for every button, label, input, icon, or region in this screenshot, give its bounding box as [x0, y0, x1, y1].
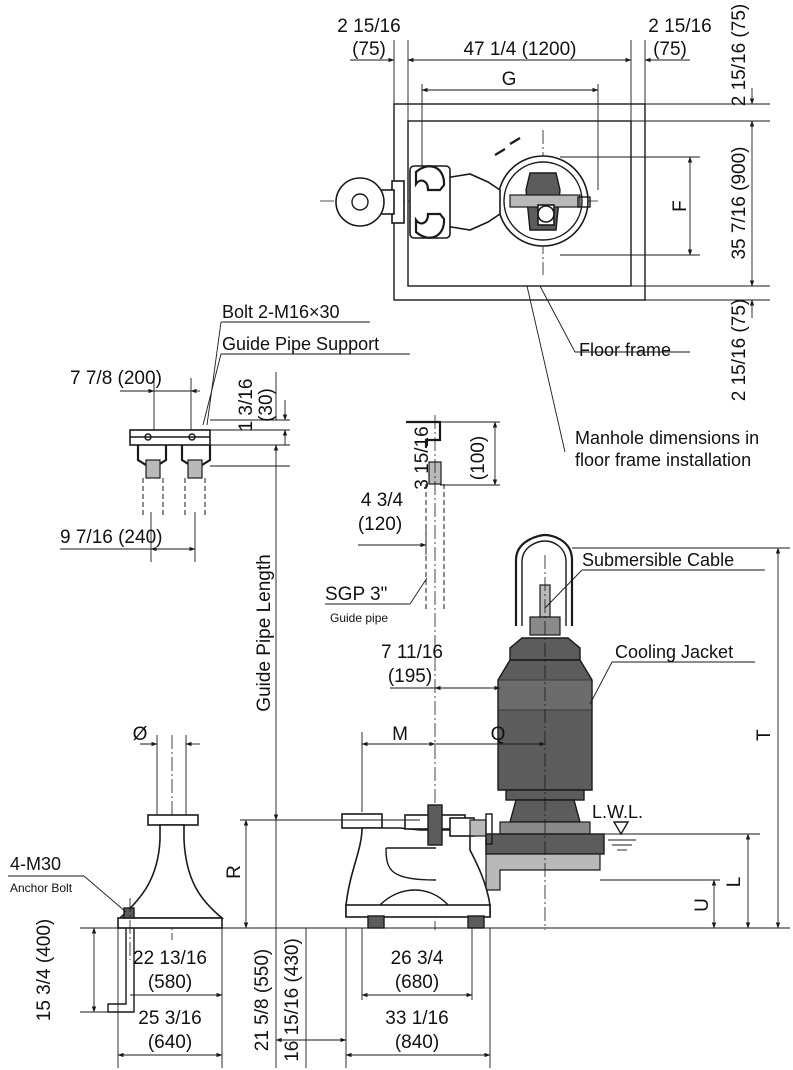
bolt-label: Bolt 2-M16×30	[222, 302, 340, 322]
anchor-count: 4-M30	[10, 854, 61, 874]
dim-phi: Ø	[133, 724, 148, 745]
dim-33-1-16-mm: (840)	[395, 1032, 439, 1053]
dim-7-11-16-mm: (195)	[388, 666, 432, 687]
dim-16-15-16: 16 15/16 (430)	[282, 938, 303, 1062]
dim-m: M	[392, 724, 408, 745]
guide-pipe-label: Guide pipe	[330, 611, 388, 625]
dim-26-3-4-mm: (680)	[395, 972, 439, 993]
dim-t: T	[754, 729, 775, 741]
dim-4-3-4-in: 4 3/4	[361, 490, 404, 511]
anchor-bolt-label: Anchor Bolt	[10, 881, 73, 895]
sgp-label: SGP 3"	[325, 584, 387, 605]
manhole-label-2: floor frame installation	[575, 450, 751, 470]
lwl-label: L.W.L.	[592, 802, 643, 822]
dim-right-mid: 35 7/16 (900)	[729, 146, 750, 259]
dim-3-15-16-mm: (100)	[468, 436, 489, 480]
dim-q: Q	[491, 724, 506, 745]
dim-u: U	[692, 898, 713, 912]
plan-view	[320, 40, 770, 453]
dim-top-right-in: 2 15/16	[648, 16, 711, 37]
dim-top-left-in: 2 15/16	[337, 16, 400, 37]
dim-22-13-16-mm: (580)	[148, 972, 192, 993]
cooling-jacket-label: Cooling Jacket	[615, 642, 733, 662]
manhole-label-1: Manhole dimensions in	[575, 428, 759, 448]
dim-1-3-16-mm: (30)	[256, 388, 277, 422]
dim-top-center: 47 1/4 (1200)	[463, 39, 576, 60]
dim-r: R	[224, 865, 245, 879]
dim-9-7-16: 9 7/16 (240)	[60, 527, 162, 548]
pump-elevation	[485, 533, 765, 930]
submersible-cable-label: Submersible Cable	[582, 550, 734, 570]
dim-3-15-16-in: 3 15/16	[412, 426, 433, 489]
dim-right-top: 2 15/16 (75)	[729, 4, 750, 106]
dim-25-3-16-in: 25 3/16	[138, 1008, 201, 1029]
dim-26-3-4-in: 26 3/4	[391, 948, 444, 969]
pedestal	[8, 735, 225, 1013]
base-elbow	[341, 804, 493, 929]
dim-l: L	[724, 877, 745, 888]
dim-7-11-16-in: 7 11/16	[381, 642, 443, 663]
dim-25-3-16-mm: (640)	[148, 1032, 192, 1053]
elevation-dims	[80, 547, 790, 1068]
dim-f: F	[670, 200, 691, 212]
dim-22-13-16-in: 22 13/16	[133, 948, 207, 969]
dim-1-3-16-in: 1 3/16	[236, 379, 257, 432]
guide-pipe-support-label: Guide Pipe Support	[222, 334, 379, 354]
floor-frame-label: Floor frame	[579, 340, 671, 360]
dim-top-right-mm: (75)	[653, 39, 687, 60]
dim-4-3-4-mm: (120)	[358, 514, 402, 535]
dim-21-5-8: 21 5/8 (550)	[252, 949, 273, 1051]
dim-7-7-8: 7 7/8 (200)	[70, 368, 162, 389]
dim-33-1-16-in: 33 1/16	[385, 1008, 448, 1029]
dim-right-bottom: 2 15/16 (75)	[729, 299, 750, 401]
dim-top-left-mm: (75)	[352, 39, 386, 60]
dim-g: G	[502, 69, 517, 90]
guide-pipe-length-label: Guide Pipe Length	[254, 554, 275, 711]
dim-15-3-4: 15 3/4 (400)	[34, 919, 55, 1021]
guide-pipe-support-detail	[60, 321, 410, 562]
